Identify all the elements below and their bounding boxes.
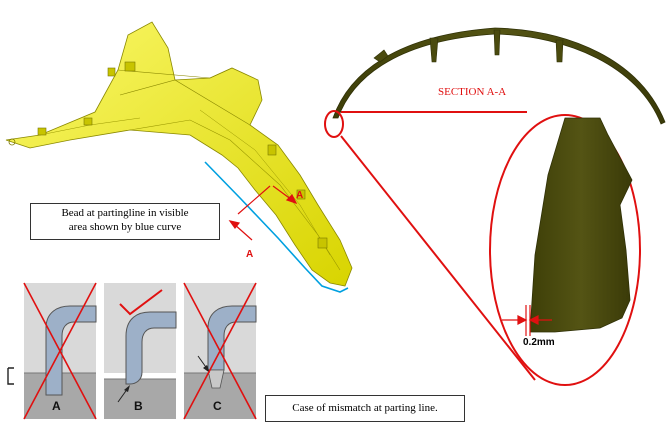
gap-dimension [502, 305, 552, 336]
bead-caption-line1: Bead at partingline in visible [61, 207, 189, 219]
zoom-callout [324, 110, 641, 386]
section-arrows [228, 185, 298, 241]
mismatch-caption-box: Case of mismatch at parting line. [265, 395, 465, 422]
case-label-c: C [213, 399, 222, 413]
section-profile [332, 27, 666, 125]
gap-dimension-label: 0.2mm [523, 337, 555, 348]
section-title: SECTION A-A [438, 86, 507, 98]
parting-line-bracket [7, 367, 14, 385]
case-a-panel [23, 282, 97, 420]
section-marker-upper: A [296, 190, 304, 201]
case-c-panel [183, 282, 257, 420]
bead-caption-box: Bead at partingline in visible area show… [30, 203, 220, 240]
section-marker-lower: A [246, 249, 254, 260]
case-label-a: A [52, 399, 61, 413]
section-detail-solid [529, 117, 633, 333]
case-label-b: B [134, 399, 143, 413]
bead-caption-line2: area shown by blue curve [68, 221, 182, 233]
bumper-bracket-part [5, 21, 353, 287]
mismatch-caption-text: Case of mismatch at parting line. [292, 402, 438, 414]
bead-blue-curve [204, 161, 349, 293]
case-b-panel [104, 283, 177, 419]
